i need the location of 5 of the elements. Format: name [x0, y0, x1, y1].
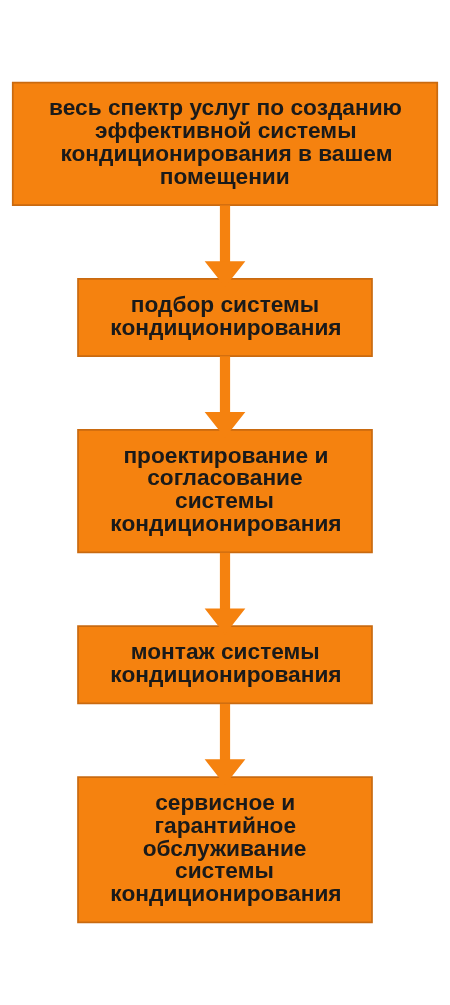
node-box: сервисное и гарантийное обслуживание системы кондиционирования [77, 776, 373, 924]
node-box: проектирование и согласование системы кондиционирования [77, 429, 373, 554]
node-box: подбор системы кондиционирования [77, 278, 373, 357]
node-box: весь спектр услуг по созданию эффективной системы кондиционирования в вашем помещении [11, 81, 439, 206]
node-box: монтаж системы кондиционирования [77, 625, 373, 705]
